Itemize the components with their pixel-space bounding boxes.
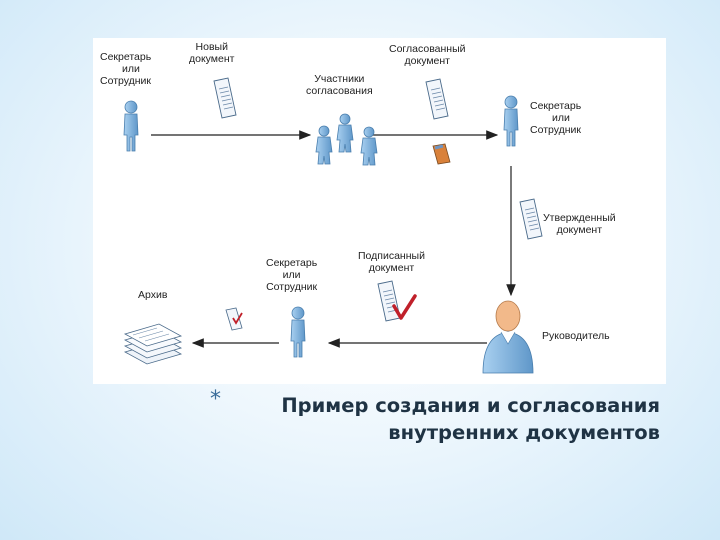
- diagram-graphics: [123, 77, 543, 374]
- folder-icon: [432, 143, 451, 165]
- slide-title: Пример создания и согласования внутренни…: [200, 392, 660, 446]
- manager-figure: [482, 300, 534, 374]
- secretary-2-figure: [503, 95, 519, 147]
- title-bullet: *: [210, 387, 221, 412]
- archive-stack-icon: [123, 323, 183, 365]
- secretary-3-figure: [290, 306, 306, 358]
- label-manager: Руководитель: [542, 330, 610, 342]
- signed-document-icon: [377, 280, 401, 322]
- agreed-document-icon: [425, 78, 449, 120]
- small-document-icon: [225, 307, 243, 331]
- label-archive: Архив: [138, 289, 168, 301]
- secretary-1-figure: [123, 100, 139, 152]
- title-line-1: Пример создания и согласования: [281, 394, 660, 417]
- participants-figures: [315, 113, 378, 166]
- title-line-2: внутренних документов: [388, 421, 660, 444]
- new-document-icon: [213, 77, 237, 119]
- checkmark-icon: [392, 294, 417, 320]
- approved-document-icon: [519, 198, 543, 240]
